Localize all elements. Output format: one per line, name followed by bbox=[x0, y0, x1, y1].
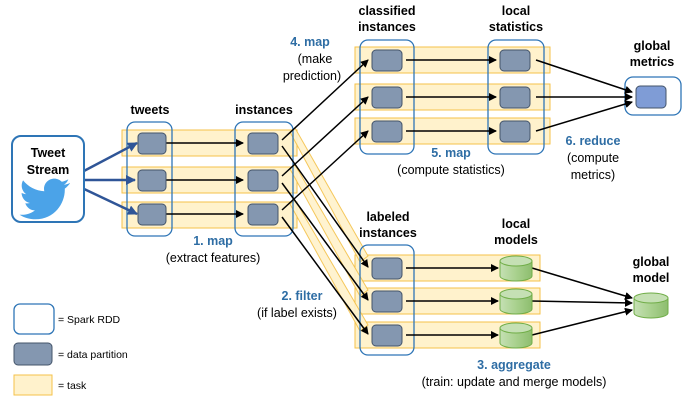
global-model-icon bbox=[633, 292, 669, 319]
data-partition bbox=[499, 86, 531, 109]
legend: = Spark RDD = data partition = task bbox=[13, 303, 128, 396]
step-labels: 1. map (extract features) 2. filter (if … bbox=[166, 35, 621, 389]
local-model-icon bbox=[499, 255, 533, 282]
reduce-arrow bbox=[535, 59, 633, 94]
label-instances: instances bbox=[235, 103, 293, 117]
data-partition bbox=[371, 324, 403, 347]
data-partition bbox=[247, 132, 279, 155]
task-band-diagonal bbox=[289, 164, 369, 297]
filter-arrow bbox=[281, 145, 369, 268]
data-partition bbox=[371, 290, 403, 313]
legend-partition-swatch bbox=[13, 342, 53, 366]
label-global-metrics-2: metrics bbox=[630, 55, 675, 69]
label-local-statistics-1: local bbox=[502, 4, 531, 18]
step-reduce6-desc-1: (compute bbox=[567, 151, 619, 165]
partitions bbox=[137, 49, 667, 347]
tweet-stream-title-2: Stream bbox=[27, 163, 69, 177]
merge-arrow bbox=[531, 307, 633, 336]
step-filter2-title: 2. filter bbox=[282, 289, 323, 303]
label-global-model-1: global bbox=[633, 255, 670, 269]
data-partition bbox=[137, 132, 167, 155]
arrows bbox=[81, 56, 633, 339]
data-partition bbox=[635, 85, 667, 109]
predict-arrow bbox=[281, 96, 369, 177]
model-cylinders bbox=[499, 255, 669, 349]
twitter-bird-icon bbox=[19, 178, 70, 220]
task-bands bbox=[121, 46, 551, 349]
data-partition bbox=[137, 169, 167, 192]
rdd-instances bbox=[234, 121, 294, 237]
tweet-stream-title-1: Tweet bbox=[31, 146, 66, 160]
step-map4-title: 4. map bbox=[290, 35, 330, 49]
legend-partition-label: = data partition bbox=[58, 349, 128, 361]
label-tweets: tweets bbox=[131, 103, 170, 117]
merge-arrow bbox=[531, 267, 633, 300]
label-labeled-1: labeled bbox=[366, 210, 409, 224]
stage-labels: tweets instances classified instances lo… bbox=[131, 4, 675, 285]
stream-arrow bbox=[81, 141, 138, 174]
data-partition bbox=[371, 49, 403, 72]
legend-rdd-label: = Spark RDD bbox=[58, 314, 121, 326]
data-partition bbox=[137, 203, 167, 226]
label-labeled-2: instances bbox=[359, 226, 417, 240]
step-reduce6-desc-2: metrics) bbox=[571, 168, 615, 182]
legend-task-swatch bbox=[13, 374, 53, 396]
tweet-stream-source: Tweet Stream bbox=[11, 135, 85, 223]
step-aggregate3-desc: (train: update and merge models) bbox=[422, 375, 607, 389]
predict-arrow bbox=[281, 59, 369, 141]
data-partition bbox=[371, 120, 403, 143]
step-map4-desc-1: (make bbox=[298, 52, 333, 66]
label-classified-2: instances bbox=[358, 20, 416, 34]
rdd-labeled-instances bbox=[359, 244, 415, 356]
data-partition bbox=[247, 203, 279, 226]
local-model-icon bbox=[499, 322, 533, 349]
label-classified-1: classified bbox=[359, 4, 416, 18]
task-band-diagonal bbox=[289, 127, 369, 263]
filter-arrow bbox=[281, 182, 369, 301]
label-global-metrics-1: global bbox=[634, 39, 671, 53]
local-model-icon bbox=[499, 288, 533, 315]
step-map5-title: 5. map bbox=[431, 146, 471, 160]
label-local-statistics-2: statistics bbox=[489, 20, 543, 34]
step-aggregate3-title: 3. aggregate bbox=[477, 358, 551, 372]
data-partition bbox=[371, 86, 403, 109]
step-map1-desc: (extract features) bbox=[166, 251, 260, 265]
reduce-arrow bbox=[535, 100, 633, 132]
predict-arrow bbox=[281, 130, 369, 211]
step-reduce6-title: 6. reduce bbox=[566, 134, 621, 148]
merge-arrow bbox=[531, 298, 633, 307]
filter-arrow bbox=[281, 216, 369, 335]
step-map1-title: 1. map bbox=[193, 234, 233, 248]
label-global-model-2: model bbox=[633, 271, 670, 285]
data-partition bbox=[247, 169, 279, 192]
legend-task-label: = task bbox=[58, 380, 87, 392]
stream-arrow bbox=[81, 186, 138, 216]
legend-rdd-swatch bbox=[13, 303, 55, 335]
data-partition bbox=[499, 120, 531, 143]
label-local-models-2: models bbox=[494, 233, 538, 247]
step-map5-desc: (compute statistics) bbox=[397, 163, 505, 177]
step-filter2-desc: (if label exists) bbox=[257, 306, 337, 320]
data-partition bbox=[499, 49, 531, 72]
label-local-models-1: local bbox=[502, 217, 531, 231]
data-partition bbox=[371, 257, 403, 280]
step-map4-desc-2: prediction) bbox=[283, 69, 341, 83]
